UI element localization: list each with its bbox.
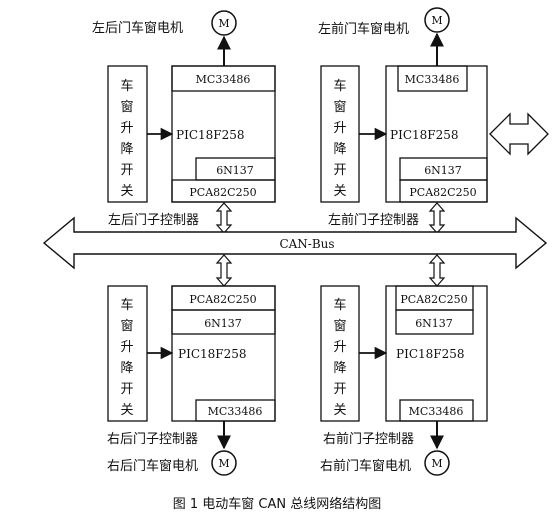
mcu-label: PIC18F258 bbox=[396, 347, 465, 361]
switch-char: 开 bbox=[333, 163, 346, 178]
node-top-right: 左前门车窗电机 M 车 窗 升 降 开 关 MC33486 PIC18F258 … bbox=[318, 7, 549, 234]
switch-char: 车 bbox=[333, 78, 346, 94]
controller-label: 右前门子控制器 bbox=[323, 431, 414, 447]
motor-symbol: M bbox=[431, 457, 442, 470]
driver-label: MC33486 bbox=[409, 405, 464, 418]
transceiver-label: PCA82C250 bbox=[400, 293, 467, 306]
bus-connector bbox=[215, 202, 233, 234]
figure-caption: 图 1 电动车窗 CAN 总线网络结构图 bbox=[173, 496, 382, 512]
switch-char: 降 bbox=[120, 142, 133, 157]
transceiver-chip bbox=[399, 179, 488, 203]
motor-label: 左后门车窗电机 bbox=[92, 20, 183, 36]
switch-char: 窗 bbox=[120, 318, 133, 334]
bus-connector bbox=[215, 254, 233, 287]
motor-label: 左前门车窗电机 bbox=[318, 21, 409, 37]
motor-icon bbox=[211, 10, 237, 36]
driver-chip bbox=[195, 399, 276, 422]
mcu-label: PIC18F258 bbox=[176, 128, 245, 142]
motor-label: 右后门车窗电机 bbox=[107, 458, 198, 474]
isolator-label: 6N137 bbox=[216, 164, 254, 177]
bus-connector bbox=[428, 202, 446, 234]
switch-char: 降 bbox=[333, 361, 346, 376]
switch-char: 开 bbox=[120, 163, 133, 178]
transceiver-label: PCA82C250 bbox=[189, 293, 256, 306]
switch-char: 升 bbox=[333, 340, 346, 355]
switch-char: 窗 bbox=[120, 99, 133, 115]
motor-label: 右前门车窗电机 bbox=[320, 458, 411, 474]
driver-chip bbox=[171, 65, 276, 92]
driver-label: MC33486 bbox=[196, 73, 251, 86]
switch-char: 关 bbox=[333, 403, 346, 418]
bus-connector bbox=[428, 254, 446, 287]
switch-char: 降 bbox=[120, 361, 133, 376]
switch-char: 开 bbox=[333, 382, 346, 397]
switch-char: 窗 bbox=[333, 99, 346, 115]
external-link-arrow bbox=[489, 112, 549, 156]
switch-char: 车 bbox=[120, 297, 133, 313]
switch-char: 升 bbox=[120, 121, 133, 136]
motor-icon bbox=[211, 450, 237, 476]
motor-symbol: M bbox=[218, 457, 229, 470]
isolator-chip bbox=[395, 309, 474, 335]
node-bottom-left: 车 窗 升 降 开 关 PCA82C250 6N137 PIC18F258 MC… bbox=[107, 254, 276, 476]
motor-symbol: M bbox=[218, 17, 229, 30]
switch-char: 开 bbox=[120, 382, 133, 397]
transceiver-label: PCA82C250 bbox=[189, 186, 256, 199]
switch-char: 升 bbox=[333, 121, 346, 136]
switch-char: 关 bbox=[333, 184, 346, 199]
node-top-left: 左后门车窗电机 M 车 窗 升 降 开 关 MC33486 PIC18F258 … bbox=[92, 10, 276, 234]
transceiver-label: PCA82C250 bbox=[409, 186, 476, 199]
driver-label: MC33486 bbox=[208, 405, 263, 418]
motor-icon bbox=[424, 450, 450, 476]
transceiver-chip bbox=[171, 179, 276, 203]
switch-char: 车 bbox=[333, 297, 346, 313]
can-bus bbox=[42, 216, 548, 270]
motor-icon bbox=[424, 7, 450, 33]
isolator-label: 6N137 bbox=[204, 317, 242, 330]
driver-chip bbox=[397, 65, 468, 92]
driver-label: MC33486 bbox=[405, 73, 460, 86]
switch-char: 关 bbox=[120, 403, 133, 418]
motor-symbol: M bbox=[431, 14, 442, 27]
mcu-label: PIC18F258 bbox=[390, 128, 459, 142]
mcu-label: PIC18F258 bbox=[178, 347, 247, 361]
isolator-chip bbox=[171, 309, 276, 335]
switch-char: 升 bbox=[120, 340, 133, 355]
switch-char: 车 bbox=[120, 78, 133, 94]
switch-char: 降 bbox=[333, 142, 346, 157]
controller-label: 左后门子控制器 bbox=[108, 213, 199, 228]
controller-label: 右后门子控制器 bbox=[107, 432, 198, 447]
can-bus-label: CAN-Bus bbox=[279, 237, 334, 251]
switch-char: 关 bbox=[120, 184, 133, 199]
node-bottom-right: 车 窗 升 降 开 关 PCA82C250 6N137 PIC18F258 MC… bbox=[320, 254, 488, 476]
switch-char: 窗 bbox=[333, 318, 346, 334]
isolator-label: 6N137 bbox=[424, 164, 462, 177]
isolator-label: 6N137 bbox=[415, 317, 453, 330]
controller-label: 左前门子控制器 bbox=[328, 212, 419, 228]
